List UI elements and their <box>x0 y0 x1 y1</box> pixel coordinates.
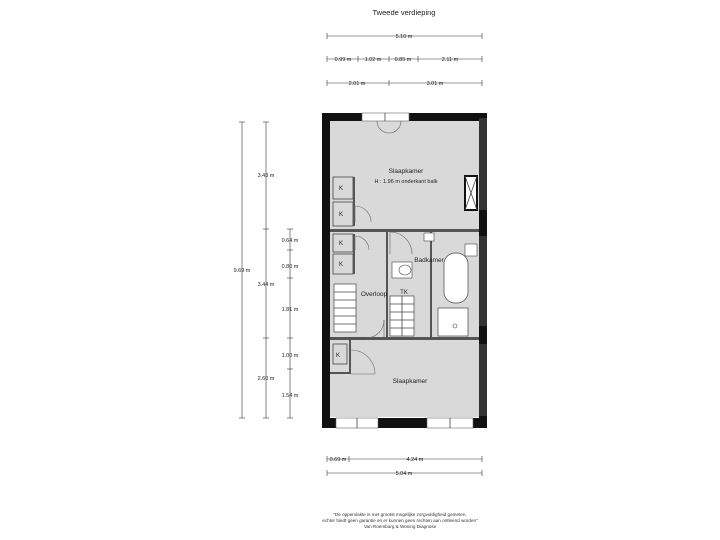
dim-left-col2-0: 3.43 m <box>258 173 275 179</box>
dim-left-col3-4: 1.54 m <box>282 393 299 399</box>
window-top <box>361 112 410 122</box>
closet-label-3: K <box>339 241 343 247</box>
room-label-slaapkamer-top: Slaapkamer <box>389 168 425 175</box>
floor-title: Tweede verdieping <box>373 8 436 17</box>
dim-top-row2-2: 0.85 m <box>395 57 412 63</box>
top-dimensions: 5.10 m 0.99 m 1.02 m 0.85 m 2.11 m 2.01 … <box>326 33 483 87</box>
doors <box>350 120 413 375</box>
dim-bottom-row1-0: 0.69 m <box>330 457 347 463</box>
dim-top-row3-0: 2.01 m <box>349 81 366 87</box>
room-label-overloop: Overloop <box>361 291 388 298</box>
disclaimer-line-3: Van Roemburg & Woning Diagnose <box>363 524 437 529</box>
dim-top-total: 5.10 m <box>396 34 413 40</box>
closets <box>332 176 355 365</box>
room-label-tk: TK <box>400 290 408 296</box>
dim-bottom-total: 5.04 m <box>396 471 413 477</box>
closet-label-1: K <box>339 186 343 192</box>
dim-left-total: 9.69 m <box>234 268 251 274</box>
dim-top-row3-1: 3.01 m <box>427 81 444 87</box>
room-height-note: H : 1.96 m onderkant balk <box>375 179 438 185</box>
dim-top-row2-0: 0.99 m <box>335 57 352 63</box>
right-wall-hatching <box>479 118 487 416</box>
building: K K K K K <box>322 112 487 429</box>
left-dimensions: 9.69 m 3.43 m 3.44 m 2.60 m 0.64 m 0.80 … <box>234 121 299 419</box>
closet-label-2: K <box>339 212 343 218</box>
dim-bottom-row1-1: 4.24 m <box>407 457 424 463</box>
dim-left-col3-0: 0.64 m <box>282 238 299 244</box>
stairs <box>333 283 415 337</box>
dim-left-col2-1: 3.44 m <box>258 282 275 288</box>
dim-top-row2-1: 1.02 m <box>365 57 382 63</box>
dim-left-col3-2: 1.81 m <box>282 307 299 313</box>
dim-left-col2-2: 2.60 m <box>258 376 275 382</box>
disclaimer: "De oppervlakte is met grootst mogelijke… <box>260 512 540 530</box>
disclaimer-line-2: echter biedt geen garantie en er kunnen … <box>322 518 478 523</box>
closet-label-4: K <box>339 262 343 268</box>
bathroom-fixtures <box>391 232 478 337</box>
dim-top-row2-3: 2.11 m <box>442 57 459 63</box>
room-label-badkamer: Badkamer <box>414 257 444 264</box>
disclaimer-line-1: "De oppervlakte is met grootst mogelijke… <box>333 512 467 517</box>
dim-left-col3-1: 0.80 m <box>282 264 299 270</box>
closet-label-5: K <box>336 353 340 359</box>
dim-left-col3-3: 1.00 m <box>282 353 299 359</box>
bottom-dimensions: 0.69 m 4.24 m 5.04 m <box>326 456 483 477</box>
room-label-slaapkamer-bottom: Slaapkamer <box>393 378 429 385</box>
